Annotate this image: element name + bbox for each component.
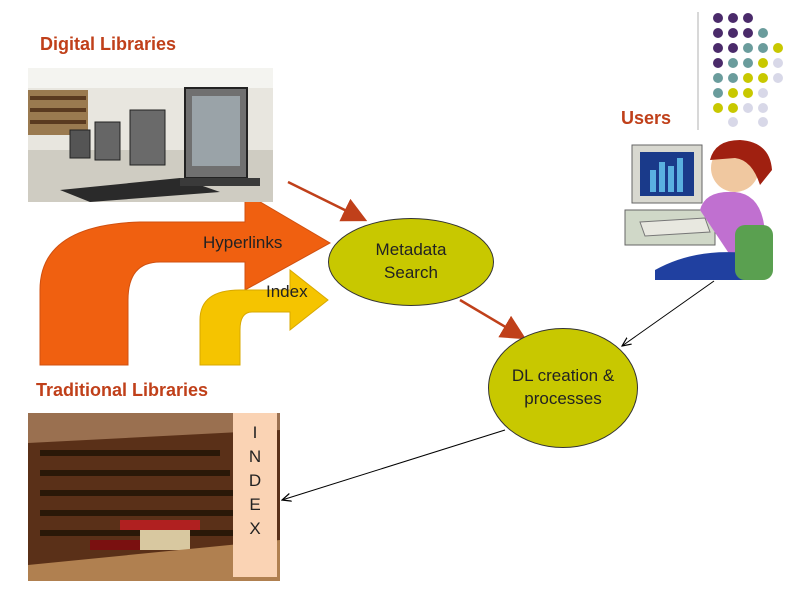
- index-arrow-label: Index: [266, 282, 308, 301]
- dl-creation-node: DL creation & processes: [488, 328, 638, 448]
- dl-creation-line1: DL creation &: [511, 366, 615, 386]
- metadata-search-line2: Search: [384, 263, 438, 282]
- digital-libraries-image: [28, 68, 273, 202]
- index-letter: N: [248, 447, 262, 466]
- users-label: Users: [621, 108, 672, 128]
- digital-libraries-label: Digital Libraries: [40, 34, 177, 54]
- connector-users-to-dl: [622, 280, 715, 346]
- index-letter: D: [248, 471, 262, 490]
- connector-dl-to-traditional: [282, 429, 506, 500]
- connector-digital-to-metadata: [287, 180, 368, 222]
- index-letter: I: [252, 423, 258, 442]
- traditional-libraries-label: Traditional Libraries: [36, 380, 209, 400]
- hyperlinks-arrow-label: Hyperlinks: [203, 233, 283, 252]
- index-arrow: [199, 268, 329, 366]
- index-letter: E: [249, 495, 261, 514]
- index-vertical-label: I N D E X: [233, 413, 277, 577]
- decorative-dot-grid: [697, 12, 783, 130]
- hyperlinks-arrow: [39, 192, 332, 366]
- metadata-search-line1: Metadata: [375, 240, 447, 260]
- traditional-libraries-image: [28, 413, 280, 581]
- connector-metadata-to-dl: [459, 298, 527, 340]
- dl-creation-line2: processes: [524, 389, 602, 408]
- user-at-computer-image: [624, 140, 773, 280]
- index-letter: X: [249, 519, 261, 538]
- metadata-search-node: Metadata Search: [328, 218, 494, 306]
